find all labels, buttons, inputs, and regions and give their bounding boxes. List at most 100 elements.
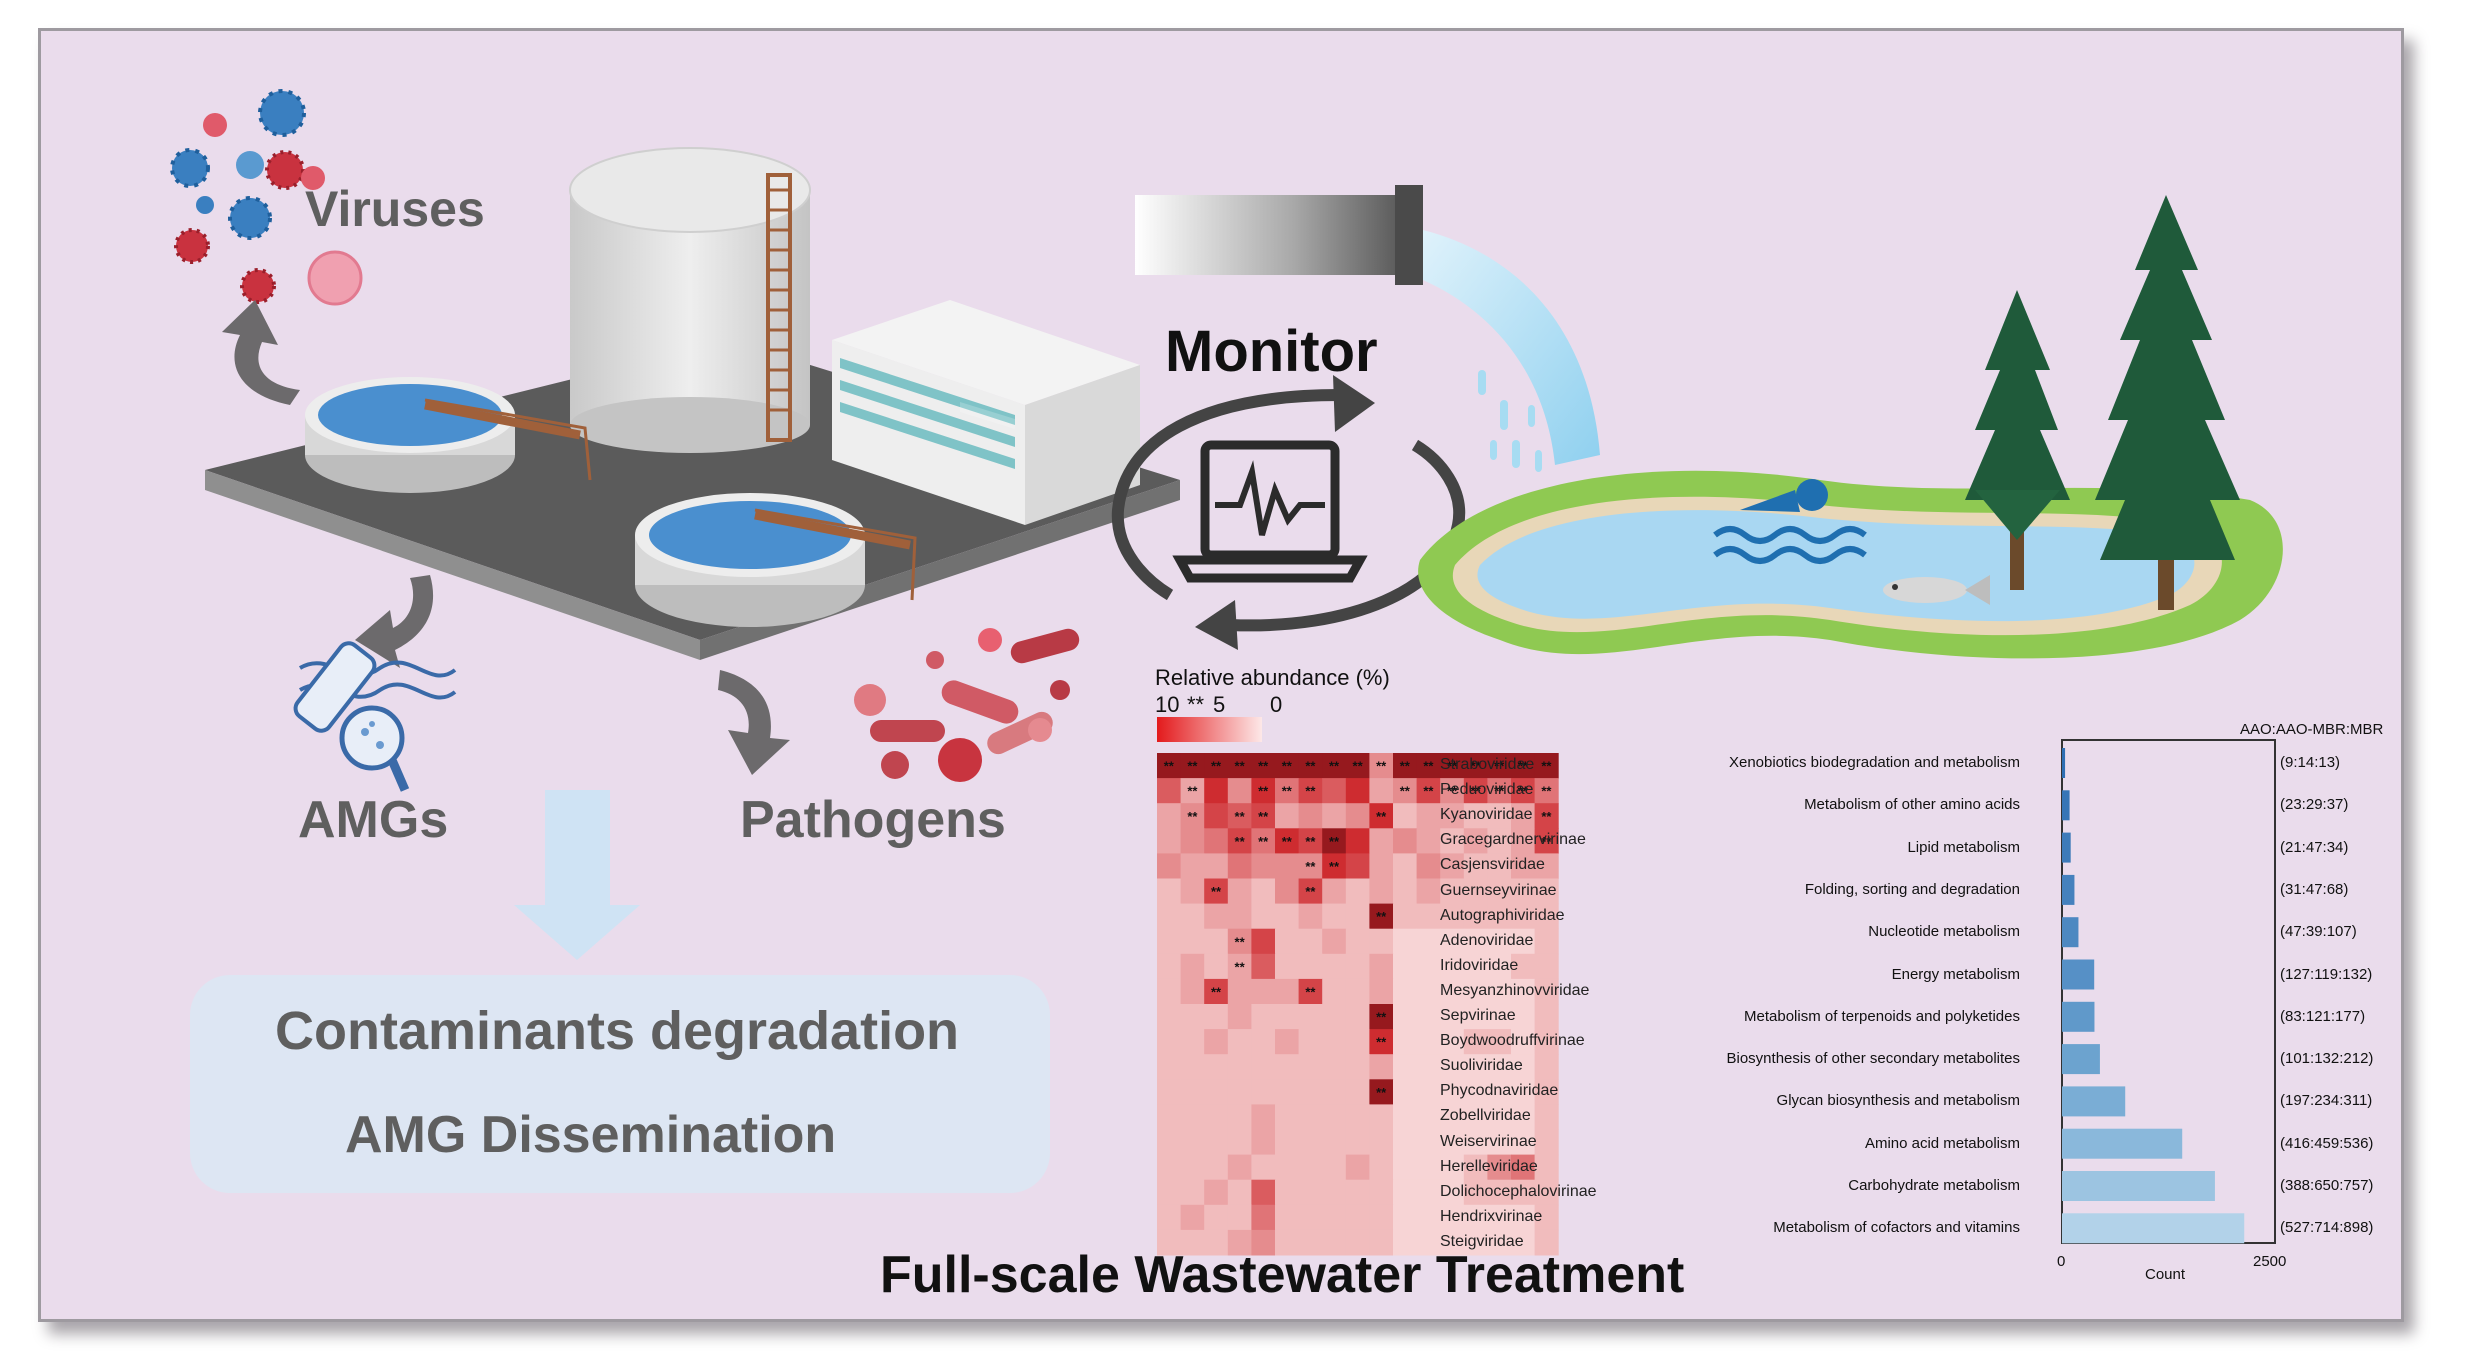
heatmap-cell <box>1227 1204 1252 1231</box>
heatmap-cell <box>1157 878 1182 905</box>
heatmap-cell <box>1534 1154 1559 1181</box>
heatmap-cell <box>1345 878 1370 905</box>
function-bar <box>2062 1128 2183 1159</box>
heatmap-cell <box>1534 828 1559 854</box>
heatmap-cell <box>1440 953 1465 980</box>
fish-icon <box>1883 575 1990 605</box>
function-ratio-label: (47:39:107) <box>2280 923 2357 941</box>
heatmap-cell <box>1322 778 1347 804</box>
heatmap-cell <box>1534 853 1559 879</box>
heatmap-row-label: Suoliviridae <box>1440 1057 1523 1075</box>
viruses-arrow-icon <box>222 300 300 405</box>
function-category-label: Nucleotide metabolism <box>1868 923 2020 941</box>
heatmap-cell <box>1440 1004 1465 1030</box>
heatmap-cell <box>1487 1154 1512 1181</box>
heatmap-cell <box>1369 828 1394 854</box>
heatmap-cell <box>1157 1154 1182 1181</box>
heatmap-cell <box>1487 903 1512 930</box>
heatmap-cell <box>1251 803 1276 829</box>
heatmap-cell <box>1440 1079 1465 1105</box>
heatmap-cell <box>1204 853 1229 879</box>
heatmap-cell <box>1463 1229 1488 1256</box>
heatmap-cell <box>1345 978 1370 1005</box>
heatmap-cell <box>1416 1079 1441 1105</box>
heatmap-significance-mark: ** <box>1400 759 1411 774</box>
heatmap-cell <box>1298 1029 1323 1055</box>
heatmap-cell <box>1534 803 1559 829</box>
heatmap-cell <box>1534 978 1559 1005</box>
heatmap-cell <box>1227 1179 1252 1206</box>
heatmap-cell <box>1416 1004 1441 1030</box>
heatmap-cell <box>1204 1129 1229 1156</box>
heatmap-cell <box>1440 1154 1465 1181</box>
heatmap-cell <box>1298 1154 1323 1181</box>
heatmap-cell <box>1345 1129 1370 1156</box>
heatmap-cell <box>1440 1129 1465 1156</box>
heatmap-cell <box>1298 928 1323 955</box>
monitor-cycle-icon <box>1111 375 1466 650</box>
function-chart-frame <box>2061 739 2276 1244</box>
function-category-label: Metabolism of cofactors and vitamins <box>1773 1219 2020 1237</box>
heatmap-cell <box>1227 903 1252 930</box>
heatmap-cell <box>1440 928 1465 955</box>
heatmap-significance-mark: ** <box>1494 784 1505 799</box>
heatmap-cell <box>1298 903 1323 930</box>
heatmap-cell <box>1157 978 1182 1005</box>
heatmap-title: Relative abundance (%) <box>1155 665 1390 690</box>
pathogen-cluster-icon <box>854 628 1080 782</box>
heatmap-cell <box>1487 1229 1512 1256</box>
heatmap-row-label: Guernseyvirinae <box>1440 881 1557 899</box>
heatmap-cell <box>1322 1029 1347 1055</box>
heatmap-cell <box>1204 1079 1229 1105</box>
heatmap-cell <box>1298 878 1323 905</box>
heatmap-row-label: Autographiviridae <box>1440 906 1565 924</box>
heatmap-cell <box>1345 903 1370 930</box>
heatmap-cell <box>1345 1229 1370 1256</box>
function-bar <box>2062 1044 2100 1075</box>
function-bar <box>2062 790 2070 821</box>
viruses-label: Viruses <box>305 181 485 237</box>
heatmap-cell <box>1275 1179 1300 1206</box>
heatmap-cell <box>1511 1104 1536 1130</box>
heatmap-cell <box>1298 828 1323 854</box>
heatmap-cell <box>1227 778 1252 804</box>
heatmap-cell <box>1275 803 1300 829</box>
function-bar <box>2062 959 2095 990</box>
heatmap-cell <box>1204 1229 1229 1256</box>
heatmap-cell <box>1345 928 1370 955</box>
heatmap-cell <box>1440 1229 1465 1256</box>
heatmap-cell <box>1180 1154 1205 1181</box>
heatmap-cell <box>1251 778 1276 804</box>
heatmap-cell <box>1204 753 1229 779</box>
heatmap-significance-mark: ** <box>1187 759 1198 774</box>
heatmap-cell <box>1534 928 1559 955</box>
heatmap-cell <box>1416 828 1441 854</box>
heatmap-cell <box>1511 1004 1536 1030</box>
dissemination-label: AMG Dissemination <box>345 1106 837 1164</box>
heatmap-significance-mark: ** <box>1211 759 1222 774</box>
heatmap-cell <box>1369 978 1394 1005</box>
function-category-label: Metabolism of other amino acids <box>1804 796 2020 814</box>
outfall-pipe <box>1135 185 1423 285</box>
heatmap-cell <box>1463 928 1488 955</box>
heatmap-cell <box>1416 1204 1441 1231</box>
heatmap-significance-mark: ** <box>1258 759 1269 774</box>
heatmap-significance-mark: ** <box>1282 784 1293 799</box>
heatmap-cell <box>1416 878 1441 905</box>
heatmap-cell <box>1511 828 1536 854</box>
heatmap-cell <box>1298 1004 1323 1030</box>
heatmap-cell <box>1416 1029 1441 1055</box>
heatmap-cell <box>1180 878 1205 905</box>
heatmap-significance-mark: ** <box>1305 784 1316 799</box>
heatmap-cell <box>1416 1054 1441 1080</box>
heatmap-cell <box>1369 1054 1394 1080</box>
heatmap-row-label: Hendrixvirinae <box>1440 1207 1543 1225</box>
heatmap-cell <box>1369 1004 1394 1030</box>
function-ratio-label: (416:459:536) <box>2280 1134 2374 1152</box>
heatmap-cell <box>1251 1129 1276 1156</box>
function-category-label: Glycan biosynthesis and metabolism <box>1776 1092 2020 1110</box>
heatmap-cell <box>1393 803 1418 829</box>
function-bar <box>2062 832 2071 863</box>
laptop-icon <box>1172 440 1368 583</box>
heatmap-cell <box>1463 953 1488 980</box>
